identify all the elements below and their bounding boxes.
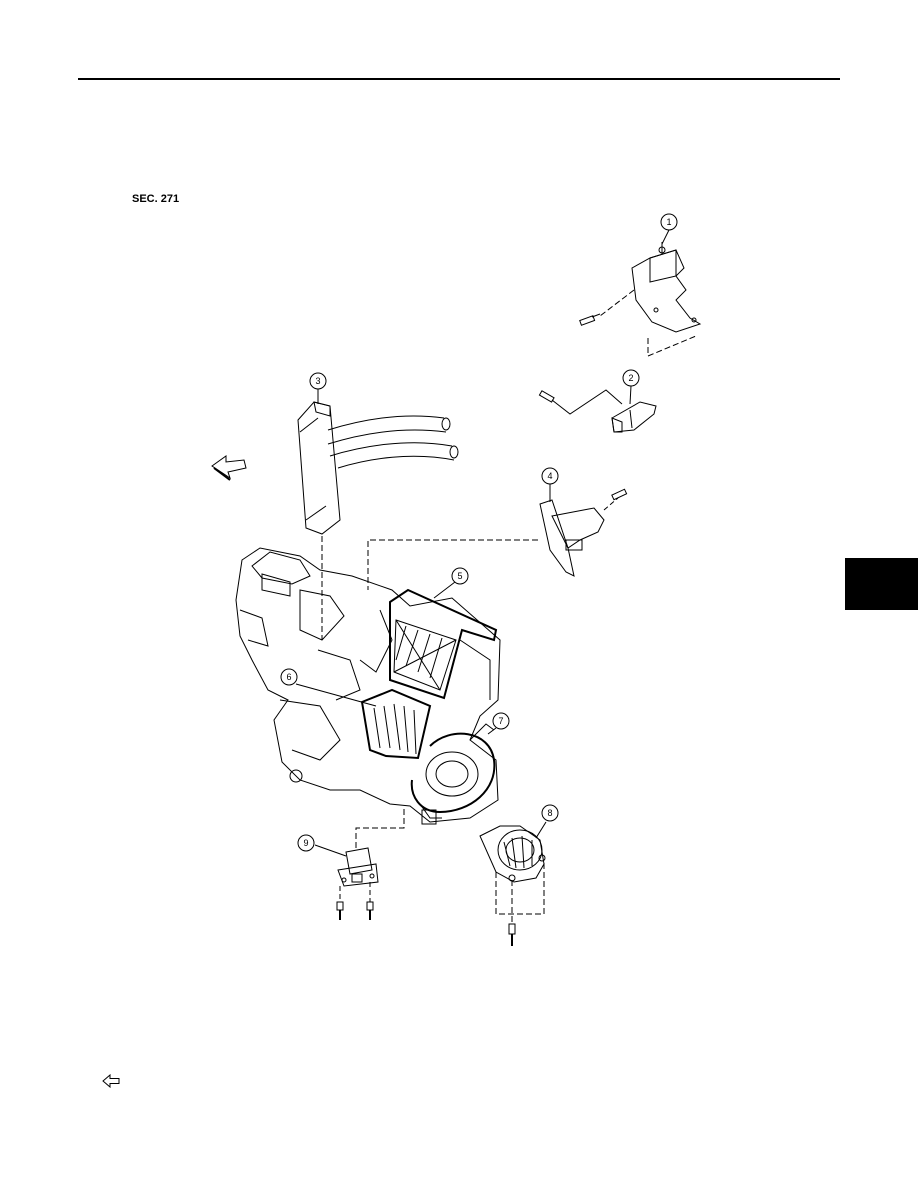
part-6-filter — [360, 688, 432, 760]
part-8-blower-motor — [479, 825, 546, 924]
part-9-module — [337, 808, 405, 902]
svg-text:9: 9 — [303, 838, 308, 848]
svg-text:6: 6 — [286, 672, 291, 682]
part-4-bracket — [539, 497, 619, 577]
svg-text:7: 7 — [498, 716, 503, 726]
leader-part-4 — [367, 539, 538, 590]
callout-5: 5 — [451, 567, 469, 585]
callout-3: 3 — [309, 372, 327, 390]
callout-leaders — [295, 229, 670, 857]
callout-9: 9 — [297, 834, 315, 852]
svg-text:2: 2 — [628, 373, 633, 383]
callout-7: 7 — [492, 712, 510, 730]
svg-text:1: 1 — [666, 217, 671, 227]
callout-2: 2 — [622, 369, 640, 387]
svg-text:3: 3 — [315, 376, 320, 386]
bolt-part-2 — [538, 390, 555, 403]
part-1-bracket — [599, 242, 702, 357]
section-tab-marker — [845, 558, 918, 610]
svg-text:4: 4 — [547, 471, 552, 481]
screw-part-8 — [508, 923, 516, 946]
front-direction-arrow-icon — [211, 455, 247, 481]
bolt-part-1 — [579, 313, 601, 326]
outline-arrow-left-icon — [102, 1074, 120, 1088]
callout-4: 4 — [541, 467, 559, 485]
svg-text:5: 5 — [457, 571, 462, 581]
heater-unit-housing — [235, 547, 501, 823]
callout-8: 8 — [541, 804, 559, 822]
callout-6: 6 — [280, 668, 298, 686]
part-5-filter — [389, 588, 498, 700]
part-7-blower-housing — [410, 723, 496, 825]
svg-text:8: 8 — [547, 808, 552, 818]
header-rule — [78, 78, 840, 80]
bolt-part-4 — [611, 488, 628, 501]
screw-part-9-right — [366, 901, 374, 920]
part-2-bracket — [551, 389, 657, 433]
screw-part-9-left — [336, 901, 344, 920]
part-3-heater-core — [297, 401, 459, 640]
section-label: SEC. 271 — [132, 193, 180, 205]
callout-1: 1 — [660, 213, 678, 231]
